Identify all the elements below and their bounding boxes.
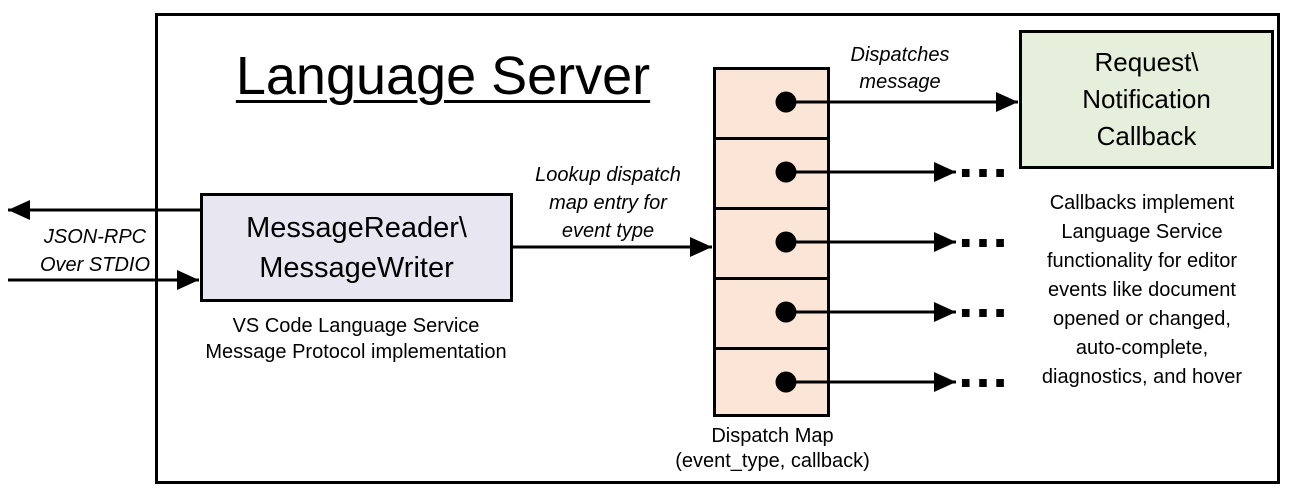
callbacks-note-line2: Language Service xyxy=(1061,221,1223,243)
callbacks-note-line4: events like document xyxy=(1048,279,1236,301)
callbacks-note-line6: auto-complete, xyxy=(1075,337,1209,359)
callbacks-note-line7: diagnostics, and hover xyxy=(1041,366,1243,388)
callbacks-note-line3: functionality for editor xyxy=(1046,250,1238,272)
dispatch-map-caption: Dispatch Map (event_type, callback) xyxy=(650,424,895,474)
message-writer-line: MessageWriter xyxy=(259,251,454,284)
dispatch-map-divider-3 xyxy=(716,277,827,280)
request-notification-callback-box: Request\ Notification Callback xyxy=(1019,30,1274,169)
dispatch-map-divider-2 xyxy=(716,207,827,210)
dispatch-map-divider-1 xyxy=(716,137,827,140)
dispatches-message-label: Dispatches message xyxy=(835,42,965,96)
callback-box-line3: Callback xyxy=(1096,121,1197,151)
dispatch-map-table xyxy=(713,67,830,417)
lookup-label-line1: Lookup dispatch xyxy=(535,164,681,186)
dispatch-map-divider-4 xyxy=(716,347,827,350)
message-reader-line: MessageReader\ xyxy=(246,211,467,244)
dispatches-label-line1: Dispatches xyxy=(850,44,950,66)
more-callbacks-ellipsis-4: … xyxy=(956,339,1010,399)
lookup-dispatch-label: Lookup dispatch map entry for event type xyxy=(518,161,698,245)
callbacks-note-line1: Callbacks implement xyxy=(1049,192,1235,214)
dispatches-label-line2: message xyxy=(859,71,941,93)
stdio-io-label: JSON-RPC Over STDIO xyxy=(20,223,170,279)
callback-box-line1: Request\ xyxy=(1094,47,1199,77)
language-server-boundary-box xyxy=(155,13,1280,484)
message-handler-caption-line2: Message Protocol implementation xyxy=(205,341,507,363)
dispatch-map-caption-line2: (event_type, callback) xyxy=(675,450,870,472)
message-reader-writer-box: MessageReader\ MessageWriter xyxy=(200,193,513,302)
more-callbacks-ellipsis-1: … xyxy=(956,129,1010,189)
more-callbacks-ellipsis-3: … xyxy=(956,269,1010,329)
callback-box-line2: Notification xyxy=(1082,84,1211,114)
stdio-label-line1: JSON-RPC xyxy=(43,226,147,248)
lookup-label-line2: map entry for xyxy=(549,192,667,214)
message-handler-caption: VS Code Language Service Message Protoco… xyxy=(193,313,519,365)
diagram-title: Language Server xyxy=(235,46,651,106)
lookup-label-line3: event type xyxy=(561,220,655,242)
dispatch-map-caption-line1: Dispatch Map xyxy=(711,425,834,447)
callbacks-note: Callbacks implement Language Service fun… xyxy=(1014,189,1270,392)
callbacks-note-line5: opened or changed, xyxy=(1053,308,1231,330)
message-handler-caption-line1: VS Code Language Service xyxy=(232,315,480,337)
stdio-label-line2: Over STDIO xyxy=(39,254,150,276)
more-callbacks-ellipsis-2: … xyxy=(956,199,1010,259)
